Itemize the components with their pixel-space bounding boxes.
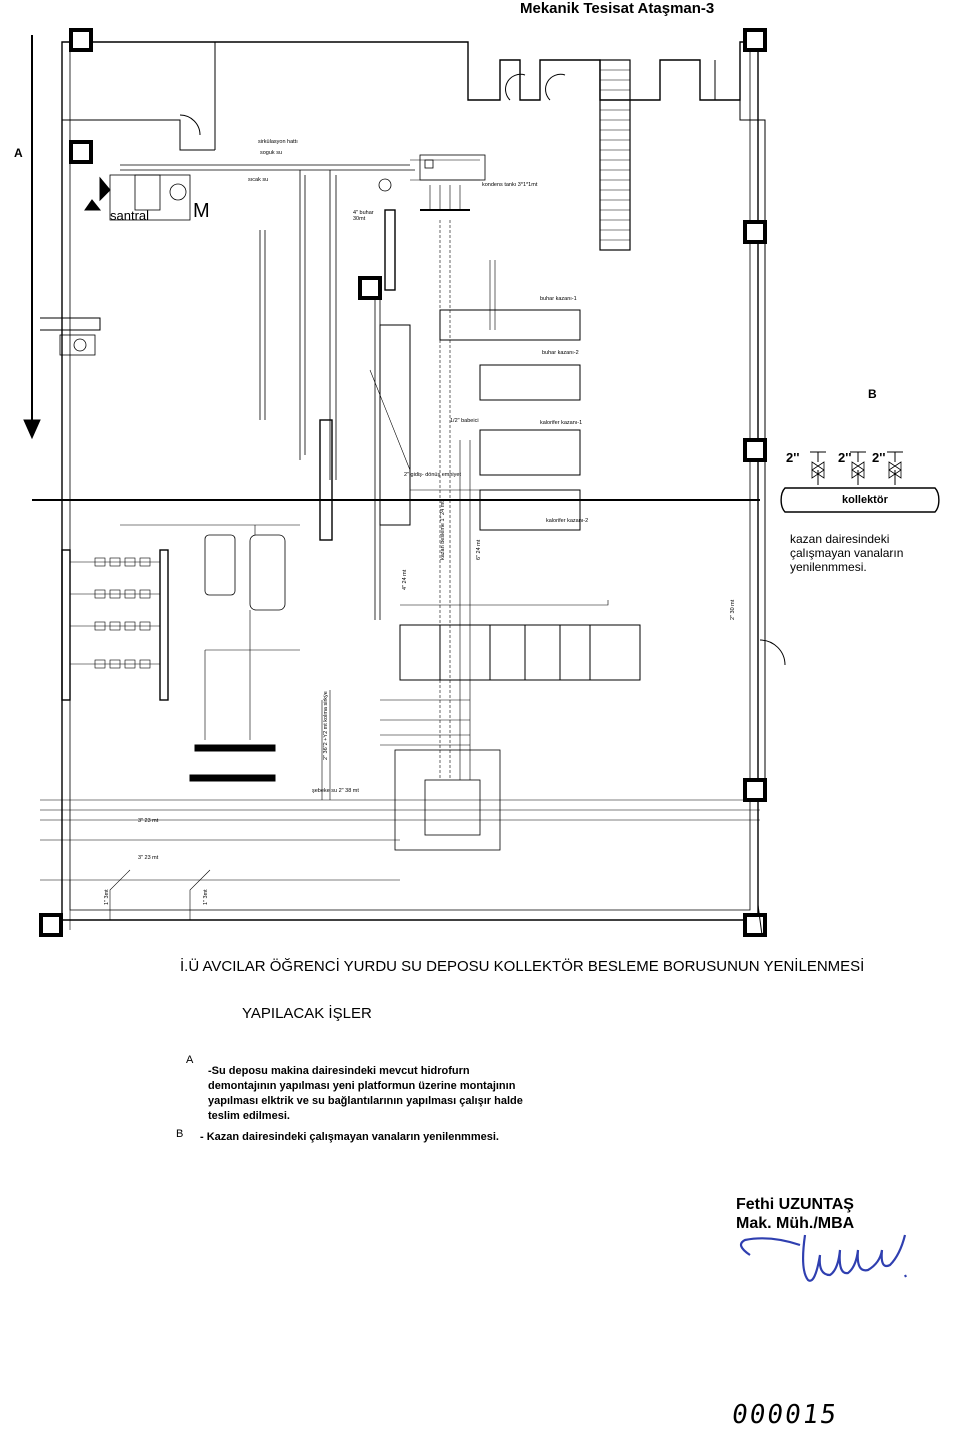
- label-pipe-kazan: kazan besleme 1" 24 mt: [440, 501, 446, 560]
- collector-label: kollektör: [842, 494, 888, 506]
- label-sebeke: şebeke su 2" 38 mt: [312, 788, 359, 794]
- signature-name: Fethi UZUNTAŞ: [736, 1196, 854, 1213]
- label-pipe-1-3a: 1" 3mt: [104, 889, 110, 905]
- label-pipe-1-3b: 1" 3mt: [203, 889, 209, 905]
- handwritten-signature: [739, 1234, 907, 1282]
- label-sicak-su: sıcak su: [248, 177, 269, 183]
- collector-size-2: 2'': [838, 450, 852, 465]
- section-subtitle: YAPILACAK İŞLER: [242, 1005, 372, 1022]
- floor-plan-diagram: [23, 28, 940, 937]
- sentral-label: santral: [110, 208, 150, 223]
- signature-title: Mak. Müh./MBA: [736, 1215, 855, 1232]
- label-pipe-2-30: 2" 30 mt: [730, 599, 736, 620]
- page-title: İ.Ü AVCILAR ÖĞRENCİ YURDU SU DEPOSU KOLL…: [180, 958, 865, 975]
- column-markers: [39, 28, 767, 937]
- label-soguk-su: soguk su: [260, 150, 283, 156]
- collector-size-3: 2'': [872, 450, 886, 465]
- label-kalorifer-1: kalorifer kazanı-1: [540, 420, 583, 426]
- label-kalorifer-2: kalorifer kazanı-2: [546, 518, 589, 524]
- page-stamp: 000015: [729, 1400, 841, 1430]
- label-bab-ici: 1/2" babeici: [450, 418, 479, 424]
- collector-note: kazan dairesindeki çalışmayan vanaların …: [790, 532, 904, 574]
- label-kondens: kondens tankı 3*1*1mt: [482, 182, 538, 188]
- label-gidis-donus: 2" gidiş- dönüş emniyet: [404, 472, 461, 478]
- label-pipe-3-23b: 3" 23 mt: [138, 855, 159, 861]
- page-header: Mekanik Tesisat Ataşman-3: [520, 0, 715, 17]
- label-pipe-4-24: 4" 24 mt: [402, 569, 408, 590]
- label-buhar-kazani-2: buhar kazanı-2: [542, 350, 579, 356]
- marker-b: B: [868, 387, 877, 401]
- task-a-label: A: [186, 1054, 194, 1066]
- task-b-label: B: [176, 1128, 184, 1140]
- task-b-text: - Kazan dairesindeki çalışmayan vanaları…: [200, 1131, 499, 1143]
- marker-a: A: [14, 146, 23, 160]
- label-pipe-3-23a: 3" 23 mt: [138, 818, 159, 824]
- label-buhar-kazani-1: buhar kazanı-1: [540, 296, 577, 302]
- collector-size-1: 2'': [786, 450, 800, 465]
- label-pipe-6-24: 6" 24 mt: [476, 539, 482, 560]
- label-pipe-vertical: 2" 36"2 +Y2 mt kolma sirkÿe: [323, 691, 329, 760]
- motor-label: M: [193, 200, 210, 222]
- task-a-text: -Su deposu makina dairesindeki mevcut hi…: [208, 1065, 523, 1122]
- label-sirkulasyon: sirkülasyon hattı: [258, 139, 298, 145]
- label-buhar: 4" buhar 30mt: [353, 210, 374, 222]
